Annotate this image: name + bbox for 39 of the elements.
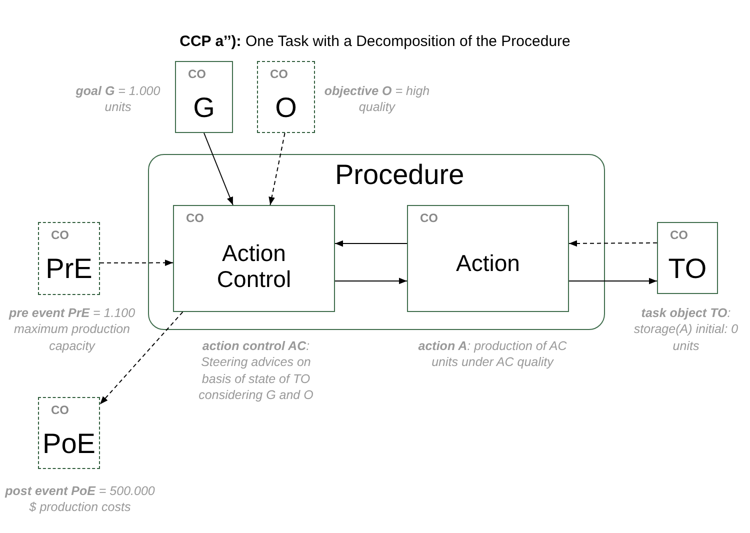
- arrow: [100, 312, 184, 405]
- component-box: [173, 205, 335, 312]
- node-label: Action Control: [216, 240, 292, 293]
- node-label: O: [274, 92, 298, 124]
- arrow: [268, 132, 286, 206]
- node-label: G: [192, 92, 216, 124]
- container-title: Procedure: [335, 161, 464, 189]
- component-box: [175, 61, 233, 133]
- co-tag: CO: [51, 404, 69, 416]
- node-description: goal G = 1.000 units: [74, 83, 162, 116]
- node-label: PrE: [44, 253, 94, 286]
- node-description: action control AC: Steering advices on basis of state of TO considering G and O: [198, 338, 314, 403]
- co-tag: CO: [270, 68, 288, 80]
- component-box: [38, 397, 100, 469]
- node-description: post event PoE = 500.000 $ production costs: [5, 483, 155, 516]
- component-box: [257, 61, 315, 133]
- node-label: Action: [455, 250, 521, 276]
- arrow: [100, 260, 174, 266]
- node-description: objective O = high quality: [323, 83, 431, 116]
- co-tag: CO: [670, 229, 688, 241]
- co-tag: CO: [186, 212, 204, 224]
- arrow: [334, 278, 408, 284]
- diagram-title: CCP a’’): One Task with a Decomposition of the Procedure: [178, 32, 572, 52]
- node-description: pre event PrE = 1.100 maximum production capacity: [8, 305, 136, 354]
- arrow: [568, 240, 658, 247]
- arrow: [568, 278, 658, 284]
- co-tag: CO: [51, 229, 69, 241]
- co-tag: CO: [188, 68, 206, 80]
- arrow: [334, 240, 408, 247]
- component-box: [38, 222, 100, 295]
- node-description: task object TO: storage(A) initial: 0 units: [632, 305, 740, 354]
- arrow: [204, 132, 234, 206]
- component-box: [407, 205, 569, 312]
- node-description: action A: production of AC units under AC quality: [417, 338, 568, 370]
- node-label: PoE: [42, 428, 96, 460]
- component-box: [657, 222, 718, 294]
- procedure-container: [148, 154, 605, 330]
- co-tag: CO: [420, 212, 438, 224]
- node-label: TO: [667, 253, 708, 286]
